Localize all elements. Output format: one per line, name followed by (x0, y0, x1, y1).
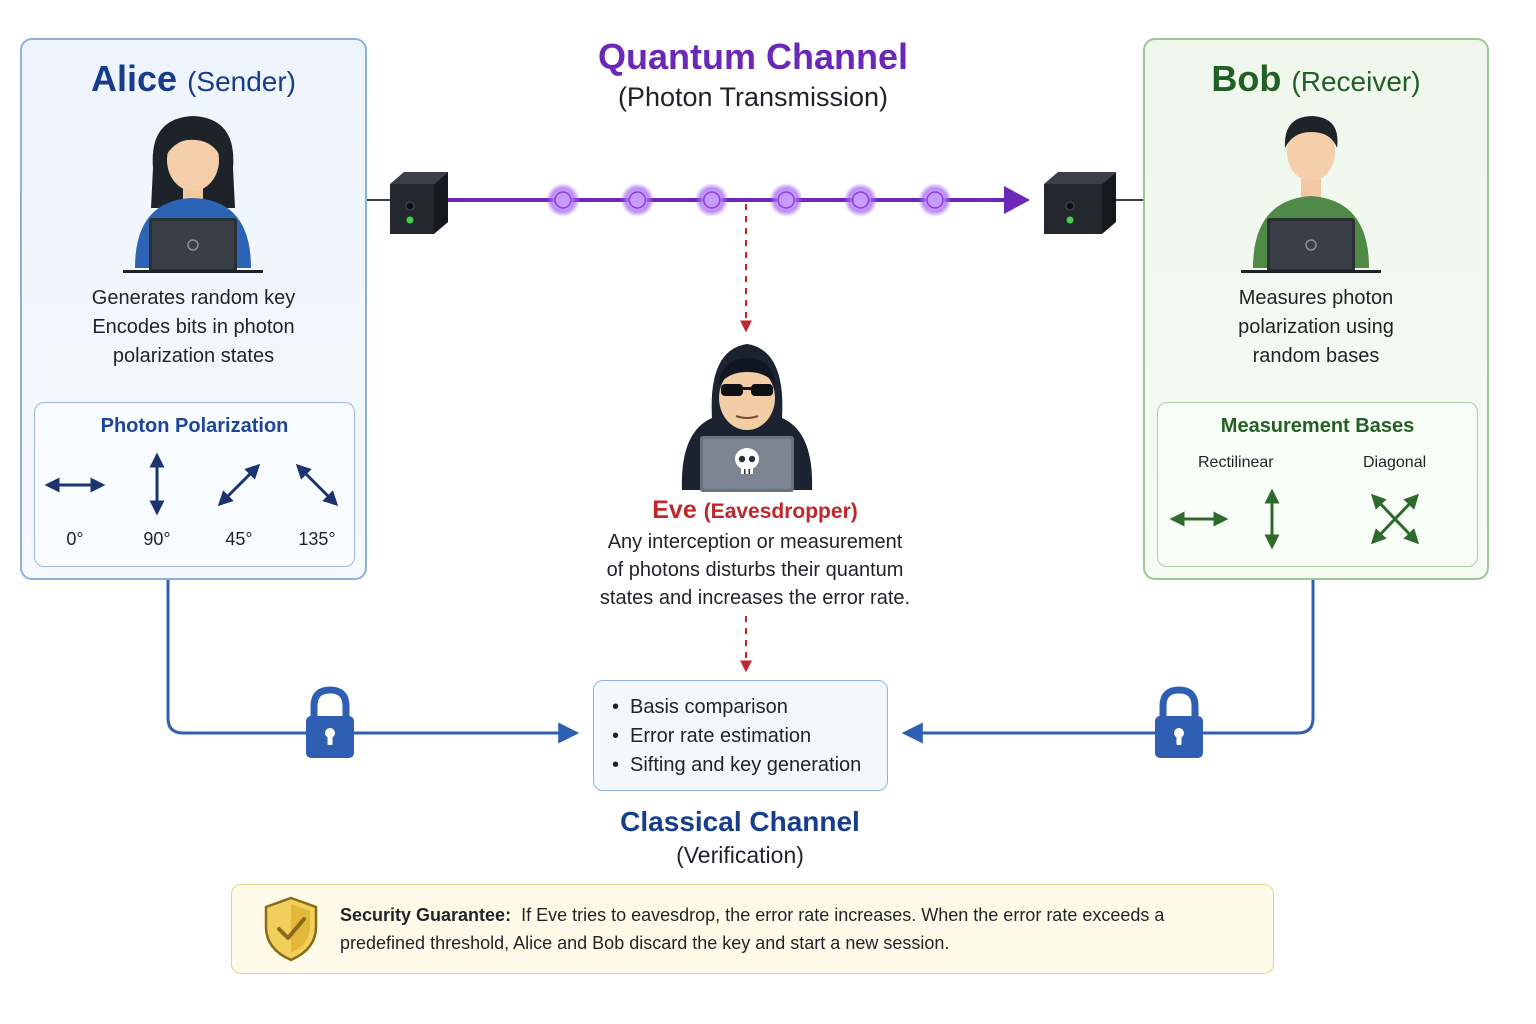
angle-label-0: 0° (66, 529, 84, 549)
bob-name: Bob (1211, 58, 1282, 99)
measurement-bases-box: Measurement Bases Rectilinear Diagonal (1157, 402, 1478, 567)
bases-arrows (1169, 488, 1420, 550)
bob-desc-line: random bases (1252, 345, 1380, 367)
eve-desc-line: Any interception or measurement (607, 531, 903, 553)
photon (554, 191, 572, 209)
bob-lock-icon (1155, 686, 1203, 758)
photon (926, 191, 944, 209)
bob-description: Measures photon polarization using rando… (1145, 284, 1487, 371)
photon-stream (546, 183, 952, 217)
bob-title: Bob (Receiver) (1145, 58, 1487, 100)
angle-label-135: 135° (298, 529, 336, 549)
bob-classical-line (901, 580, 1315, 744)
photon-polarization-title: Photon Polarization (100, 415, 289, 437)
eve-desc-line: of photons disturbs their quantum (606, 559, 904, 581)
diagonal-label: Diagonal (1363, 454, 1427, 471)
shield-check-icon (264, 896, 318, 962)
alice-desc-line: polarization states (112, 345, 275, 367)
alice-desc-line: Encodes bits in photon (92, 316, 295, 338)
classical-channel-subtitle: (Verification) (676, 842, 804, 868)
security-guarantee-body: If Eve tries to eavesdrop, the error rat… (340, 905, 1165, 953)
skull-icon (735, 448, 759, 474)
bob-detector-icon (1044, 172, 1116, 234)
alice-photon-source-icon (390, 172, 448, 234)
bob-role: (Receiver) (1291, 66, 1421, 97)
photon-polarization-box: Photon Polarization 0° 90° 45° 135° (34, 402, 355, 567)
polarization-135-arrow-icon (295, 463, 339, 507)
classical-step-item: Error rate estimation (610, 722, 887, 751)
bob-desc-line: Measures photon (1238, 287, 1394, 309)
quantum-channel-subtitle: (Photon Transmission) (617, 82, 889, 112)
alice-role: (Sender) (187, 66, 296, 97)
eve-description: Any interception or measurement of photo… (560, 528, 950, 612)
security-guarantee-banner: Security Guarantee: If Eve tries to eave… (231, 884, 1274, 974)
eve-name: Eve (652, 496, 697, 524)
polarization-45-arrow-icon (217, 463, 261, 507)
eve-title: Eve (Eavesdropper) (560, 496, 950, 525)
bob-desc-line: polarization using (1238, 316, 1394, 338)
quantum-arrowhead (1004, 186, 1030, 214)
photon (851, 191, 870, 209)
alice-description: Generates random key Encodes bits in pho… (22, 284, 365, 371)
classical-step-item: Sifting and key generation (610, 751, 887, 780)
bob-panel: Bob (Receiver) Measures photon polarizat… (1143, 38, 1489, 580)
alice-panel: Alice (Sender) Generates random key Enco… (20, 38, 367, 580)
polarization-arrows (44, 452, 339, 516)
classical-steps-box: Basis comparison Error rate estimation S… (593, 680, 888, 791)
angle-label-90: 90° (143, 529, 171, 549)
alice-desc-line: Generates random key (91, 287, 296, 309)
bob-avatar-icon (1241, 116, 1381, 273)
alice-lock-icon (306, 686, 354, 758)
alice-title: Alice (Sender) (22, 58, 365, 100)
photon (703, 191, 721, 209)
security-guarantee-text: Security Guarantee: If Eve tries to eave… (340, 901, 1240, 957)
measurement-bases-title: Measurement Bases (1220, 415, 1415, 437)
classical-channel-title: Classical Channel (620, 806, 860, 837)
eve-desc-line: states and increases the error rate. (599, 587, 911, 609)
rectilinear-label: Rectilinear (1198, 454, 1274, 471)
angle-label-45: 45° (225, 529, 253, 549)
security-guarantee-label: Security Guarantee: (340, 905, 512, 925)
photon (628, 191, 647, 209)
diagonal-135-arrow-icon (1370, 493, 1420, 545)
eve-role: (Eavesdropper) (703, 500, 858, 523)
eve-hacker-icon (681, 344, 813, 492)
alice-avatar-icon (123, 116, 263, 273)
quantum-channel-title: Quantum Channel (597, 36, 908, 77)
classical-step-item: Basis comparison (610, 693, 887, 722)
classical-steps-list: Basis comparison Error rate estimation S… (610, 693, 887, 780)
photon (777, 191, 795, 209)
alice-classical-line (166, 580, 580, 744)
alice-name: Alice (91, 58, 178, 99)
